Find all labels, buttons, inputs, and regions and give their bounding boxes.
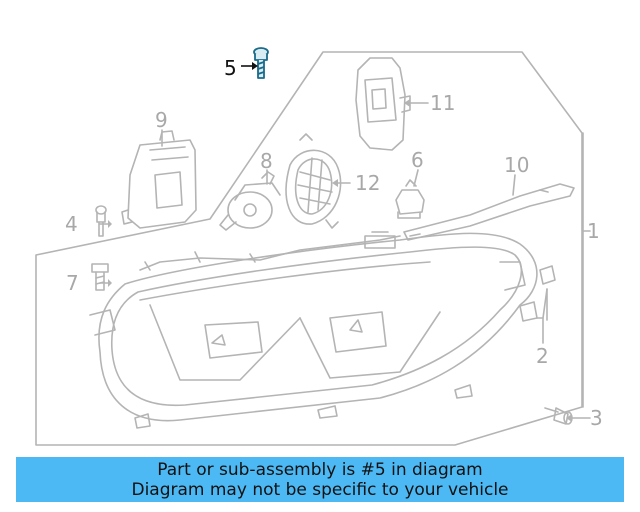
arrow-to-part-5 bbox=[241, 62, 258, 70]
parts-diagram: 5 9 8 12 11 6 10 1 4 7 2 3 bbox=[35, 47, 603, 446]
callout-4: 4 bbox=[65, 212, 78, 236]
callout-12: 12 bbox=[355, 171, 380, 195]
callout-9: 9 bbox=[155, 108, 168, 132]
callout-1: 1 bbox=[587, 219, 600, 243]
callout-11: 11 bbox=[430, 91, 455, 115]
socket-part-6 bbox=[395, 179, 425, 219]
info-banner: Part or sub-assembly is #5 in diagram Di… bbox=[16, 457, 624, 502]
callout-2: 2 bbox=[536, 344, 549, 368]
callout-arrowheads bbox=[108, 99, 572, 422]
callout-5: 5 bbox=[224, 56, 237, 80]
bolt-part-5 bbox=[253, 47, 269, 79]
screw-part-7 bbox=[91, 263, 109, 291]
callout-8: 8 bbox=[260, 149, 273, 173]
assembly-outline bbox=[35, 51, 583, 446]
trim-strip-part-10 bbox=[403, 183, 575, 241]
callout-6: 6 bbox=[411, 148, 424, 172]
callout-10: 10 bbox=[504, 153, 529, 177]
bezel-part-12 bbox=[285, 133, 342, 229]
leveling-motor-part-8 bbox=[219, 171, 281, 231]
module-part-9 bbox=[121, 130, 197, 229]
leader-lines bbox=[99, 102, 591, 419]
callout-3: 3 bbox=[590, 406, 603, 430]
ballast-part-11 bbox=[355, 57, 411, 151]
callout-7: 7 bbox=[66, 271, 79, 295]
banner-line-1: Part or sub-assembly is #5 in diagram bbox=[157, 460, 483, 480]
headlamp-housing bbox=[89, 231, 538, 429]
bolt-part-4 bbox=[95, 205, 107, 237]
banner-line-2: Diagram may not be specific to your vehi… bbox=[131, 480, 509, 500]
